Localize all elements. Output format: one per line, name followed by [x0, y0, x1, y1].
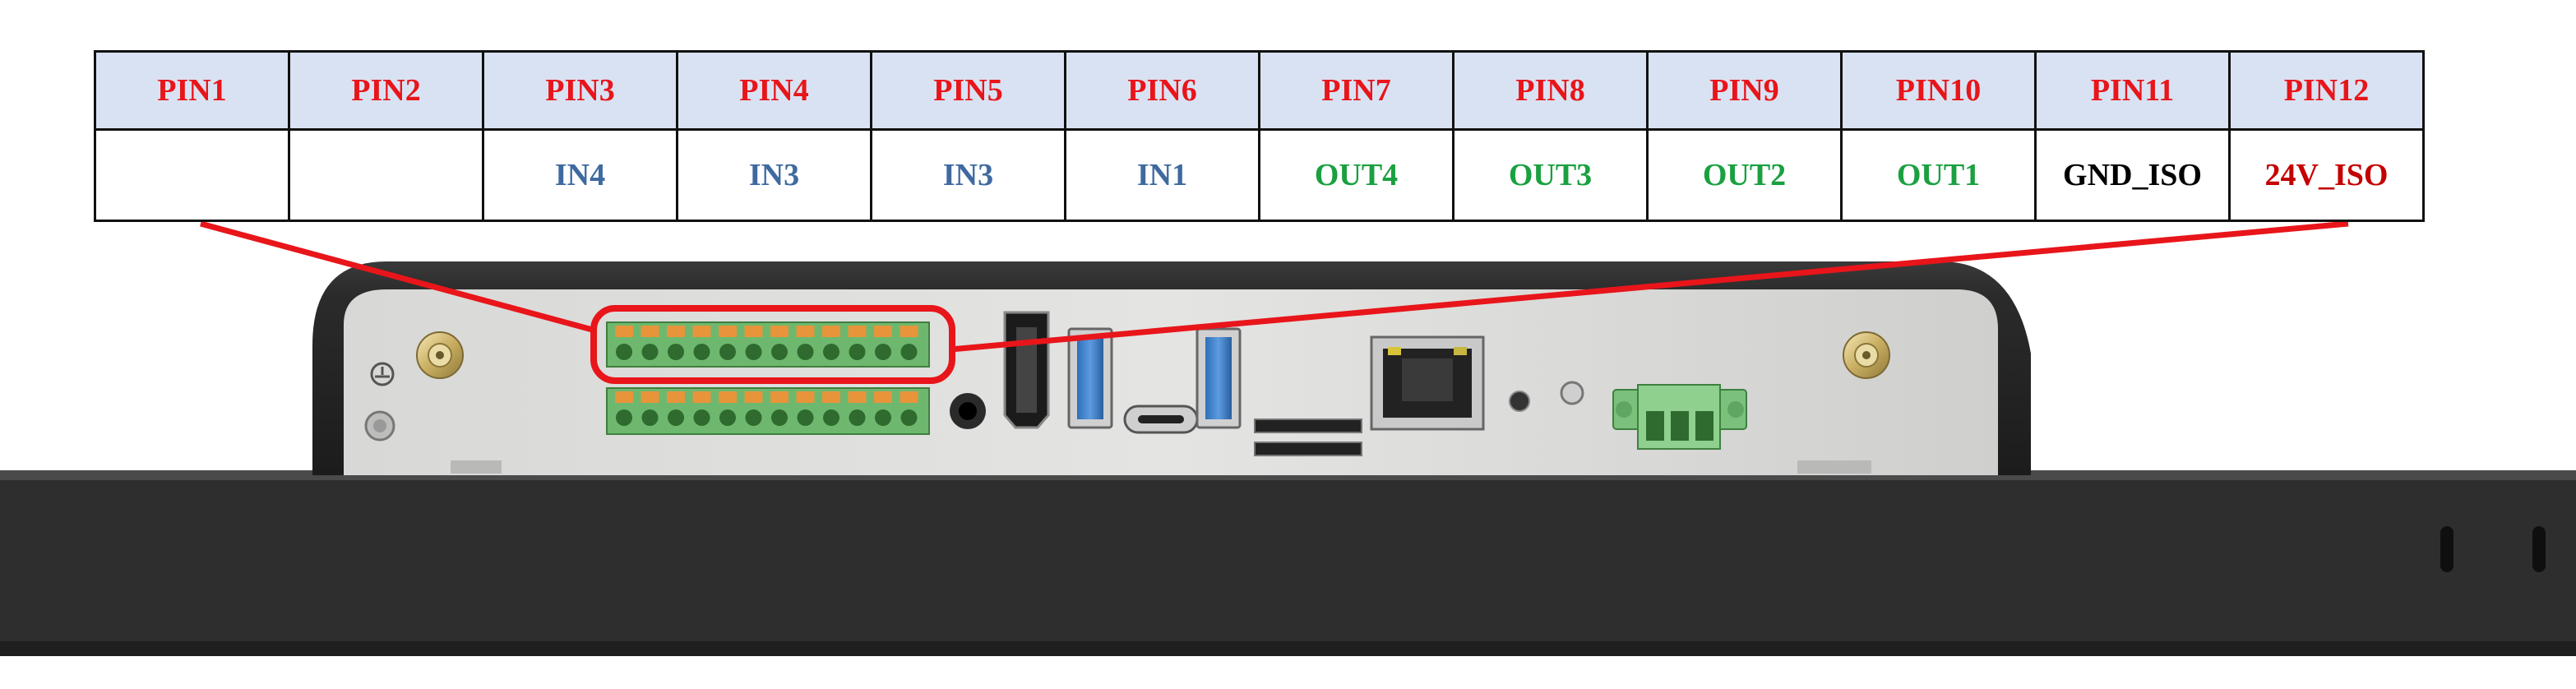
terminal-release-tab: [796, 391, 815, 403]
terminal-release-tab: [848, 391, 867, 403]
green-3pin-terminal-icon: [1612, 384, 1747, 450]
terminal-wire-hole: [849, 344, 866, 360]
pin-signal-cell: [288, 128, 484, 222]
terminal-wire-hole: [797, 344, 814, 360]
terminal-wire-hole: [849, 409, 866, 426]
pin-header-cell: PIN5: [870, 50, 1066, 131]
pin-signal-cell: OUT3: [1452, 128, 1649, 222]
terminal-release-tab: [719, 391, 737, 403]
terminal-wire-hole: [875, 344, 891, 360]
terminal-wire-hole: [668, 409, 684, 426]
pin-header-cell: PIN11: [2034, 50, 2231, 131]
vent-slot-icon: [2440, 526, 2453, 572]
terminal-release-tab: [667, 326, 685, 337]
terminal-release-tab: [744, 326, 763, 337]
sd-card-slot-icon: [1254, 418, 1362, 456]
terminal-release-tab: [822, 326, 840, 337]
power-button-icon: [1560, 381, 1584, 405]
terminal-release-tab: [874, 391, 892, 403]
pin-header-cell: PIN8: [1452, 50, 1649, 131]
io-plate: [344, 289, 1998, 475]
pin-signal-cell: GND_ISO: [2034, 128, 2231, 222]
terminal-wire-hole: [771, 344, 788, 360]
terminal-wire-hole: [693, 344, 710, 360]
sma-antenna-right-icon: [1843, 331, 1890, 379]
terminal-release-tab: [744, 391, 763, 403]
terminal-release-tab: [770, 326, 789, 337]
callout-lines: [200, 220, 2349, 384]
pin-signal-cell: IN3: [870, 128, 1066, 222]
pin-table: PIN1 PIN2 PIN3 PIN4 PIN5 PIN6 PIN7 PIN8 …: [94, 50, 2425, 222]
pin-signal-cell: OUT1: [1840, 128, 2037, 222]
terminal-wire-hole: [823, 409, 839, 426]
terminal-block-icon: [606, 321, 930, 435]
pin-header-cell: PIN12: [2228, 50, 2425, 131]
ground-symbol-icon: [370, 362, 395, 386]
terminal-wire-hole: [641, 344, 659, 360]
callout-highlight-box: [590, 305, 955, 384]
pin-header-cell: PIN9: [1646, 50, 1843, 131]
terminal-wire-hole: [641, 409, 659, 426]
terminal-release-tab: [848, 326, 867, 337]
terminal-release-tab: [900, 391, 918, 403]
monitor-body: [0, 470, 2576, 656]
rj45-port-icon: [1370, 335, 1485, 431]
terminal-release-tab: [874, 326, 892, 337]
pin-signal-row: IN4 IN3 IN3 IN1 OUT4 OUT3 OUT2 OUT1 GND_…: [94, 128, 2425, 222]
terminal-wire-hole: [875, 409, 891, 426]
terminal-wire-hole: [900, 409, 918, 426]
terminal-release-tab: [615, 391, 633, 403]
terminal-wire-hole: [745, 409, 762, 426]
led-indicator-icon: [1509, 391, 1530, 412]
terminal-release-tab: [692, 391, 711, 403]
terminal-wire-hole: [719, 344, 736, 360]
usb-c-port-icon: [1123, 405, 1199, 434]
terminal-release-tab: [719, 326, 737, 337]
terminal-wire-hole: [900, 344, 918, 360]
pin-signal-cell: IN1: [1064, 128, 1260, 222]
usb-a-port-icon: [1196, 327, 1242, 429]
terminal-wire-hole: [668, 344, 684, 360]
terminal-wire-hole: [719, 409, 736, 426]
pin-header-cell: PIN7: [1258, 50, 1454, 131]
ground-screw-icon: [364, 410, 395, 442]
terminal-wire-hole: [745, 344, 762, 360]
usb-a-port-icon: [1067, 327, 1113, 429]
pin-signal-cell: IN4: [482, 128, 678, 222]
terminal-wire-hole: [797, 409, 814, 426]
terminal-release-tab: [900, 326, 918, 337]
terminal-release-tab: [641, 326, 659, 337]
pin-header-row: PIN1 PIN2 PIN3 PIN4 PIN5 PIN6 PIN7 PIN8 …: [94, 50, 2425, 131]
vent-slot-icon: [2532, 526, 2546, 572]
terminal-release-tab: [770, 391, 789, 403]
pin-header-cell: PIN10: [1840, 50, 2037, 131]
terminal-release-tab: [796, 326, 815, 337]
terminal-release-tab: [692, 326, 711, 337]
pin-signal-cell: OUT4: [1258, 128, 1454, 222]
pin-header-cell: PIN4: [676, 50, 872, 131]
pin-header-cell: PIN6: [1064, 50, 1260, 131]
terminal-wire-hole: [616, 409, 632, 426]
terminal-release-tab: [641, 391, 659, 403]
terminal-wire-hole: [616, 344, 632, 360]
pin-header-cell: PIN1: [94, 50, 290, 131]
pin-header-cell: PIN2: [288, 50, 484, 131]
terminal-wire-hole: [693, 409, 710, 426]
sma-antenna-left-icon: [416, 331, 464, 379]
audio-jack-icon: [950, 393, 986, 429]
terminal-release-tab: [822, 391, 840, 403]
pin-signal-cell: IN3: [676, 128, 872, 222]
pin-signal-cell: 24V_ISO: [2228, 128, 2425, 222]
pin-header-cell: PIN3: [482, 50, 678, 131]
terminal-release-tab: [667, 391, 685, 403]
terminal-wire-hole: [771, 409, 788, 426]
terminal-wire-hole: [823, 344, 839, 360]
pin-signal-cell: [94, 128, 290, 222]
pin-signal-cell: OUT2: [1646, 128, 1843, 222]
terminal-release-tab: [615, 326, 633, 337]
hdmi-port-icon: [1003, 311, 1050, 429]
